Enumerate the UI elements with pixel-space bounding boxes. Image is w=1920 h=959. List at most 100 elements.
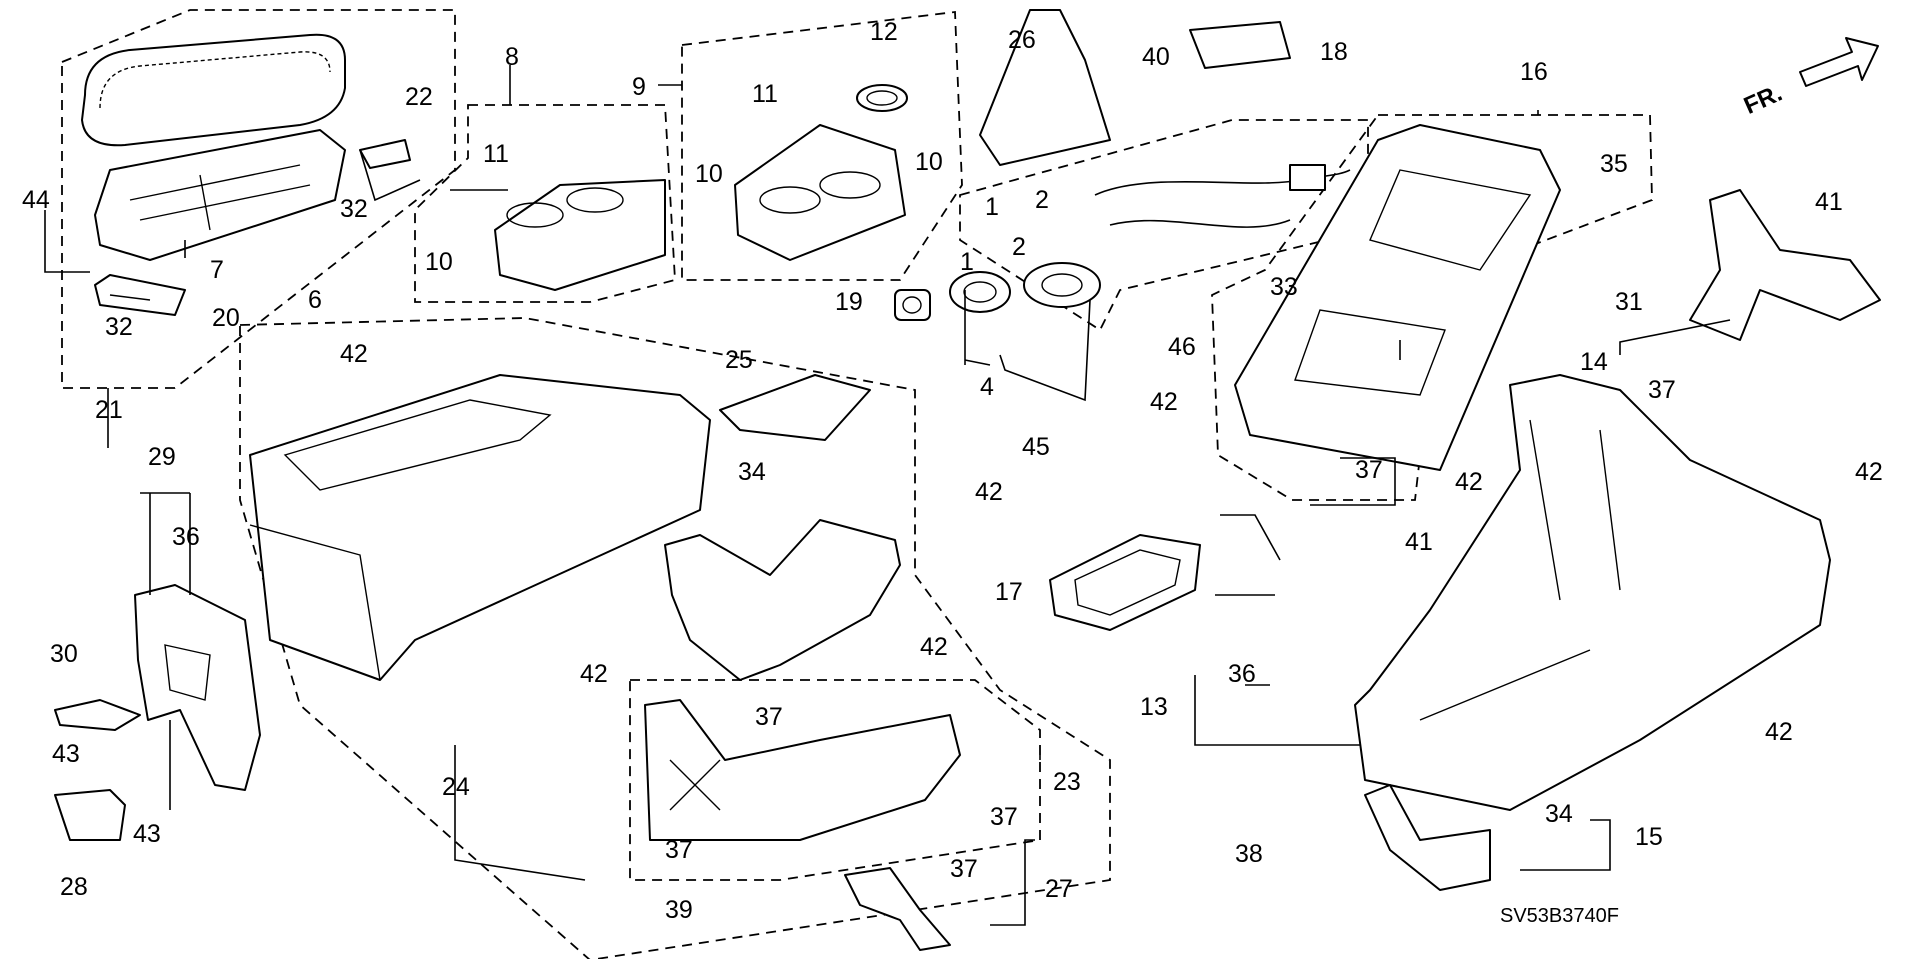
callout-labels: 44 20 32 21 7 6 32 22 8 11 10 9 12 11 10… bbox=[22, 18, 1883, 924]
callout-8: 8 bbox=[505, 43, 519, 71]
holder-part-30 bbox=[54, 699, 141, 731]
side-trim-part-29 bbox=[134, 584, 261, 791]
callout-32: 32 bbox=[340, 195, 368, 223]
leader-lines bbox=[44, 65, 1731, 926]
callout-23: 23 bbox=[1053, 768, 1081, 796]
callout-36: 36 bbox=[1228, 660, 1256, 688]
callout-37: 37 bbox=[755, 703, 783, 731]
callout-42: 42 bbox=[340, 340, 368, 368]
callout-10: 10 bbox=[695, 160, 723, 188]
callout-35: 35 bbox=[1600, 150, 1628, 178]
callout-20: 20 bbox=[212, 304, 240, 332]
callout-42: 42 bbox=[1455, 468, 1483, 496]
callout-12: 12 bbox=[870, 18, 898, 46]
callout-2: 2 bbox=[1035, 186, 1049, 214]
callout-45: 45 bbox=[1022, 433, 1050, 461]
switch-part-18 bbox=[1189, 21, 1291, 69]
front-marker: FR. bbox=[1740, 79, 1786, 119]
callout-25: 25 bbox=[725, 346, 753, 374]
callout-41: 41 bbox=[1405, 528, 1433, 556]
console-body-part-13 bbox=[1354, 374, 1831, 811]
armrest-lid-part bbox=[81, 33, 346, 147]
pocket-part-28 bbox=[54, 789, 126, 841]
callout-42: 42 bbox=[580, 660, 608, 688]
callout-7: 7 bbox=[210, 256, 224, 284]
shift-boot-part-26 bbox=[979, 9, 1111, 166]
cup-holder-part-9 bbox=[734, 124, 906, 261]
wire-harness-part-46 bbox=[1094, 164, 1351, 228]
ring-part-19 bbox=[894, 289, 931, 321]
bracket-part-14 bbox=[1689, 189, 1881, 341]
group-outline-9 bbox=[681, 10, 963, 281]
group-outline-8 bbox=[414, 104, 676, 303]
armrest-base-part bbox=[94, 129, 346, 261]
callout-9: 9 bbox=[632, 73, 646, 101]
callout-43: 43 bbox=[52, 740, 80, 768]
callout-46: 46 bbox=[1168, 333, 1196, 361]
callout-26: 26 bbox=[1008, 26, 1036, 54]
callout-39: 39 bbox=[665, 896, 693, 924]
callout-34: 34 bbox=[738, 458, 766, 486]
callout-43: 43 bbox=[133, 820, 161, 848]
group-outline-16 bbox=[1211, 114, 1653, 501]
console-pocket-part bbox=[664, 519, 901, 681]
callout-1: 1 bbox=[960, 248, 974, 276]
socket-part-4 bbox=[949, 271, 1011, 313]
callout-37: 37 bbox=[1648, 376, 1676, 404]
callout-31: 31 bbox=[1615, 288, 1643, 316]
callout-42: 42 bbox=[920, 633, 948, 661]
callout-38: 38 bbox=[1235, 840, 1263, 868]
callout-30: 30 bbox=[50, 640, 78, 668]
callout-44: 44 bbox=[22, 186, 50, 214]
callout-37: 37 bbox=[950, 855, 978, 883]
group-outline-23 bbox=[629, 679, 1041, 881]
callout-28: 28 bbox=[60, 873, 88, 901]
callout-42: 42 bbox=[1150, 388, 1178, 416]
callout-1: 1 bbox=[985, 193, 999, 221]
trim-ring-part-17 bbox=[1049, 534, 1201, 631]
callout-14: 14 bbox=[1580, 348, 1608, 376]
callout-37: 37 bbox=[1355, 456, 1383, 484]
group-outline-24 bbox=[239, 317, 1111, 959]
console-shell-part-24 bbox=[249, 374, 711, 681]
callout-21: 21 bbox=[95, 396, 123, 424]
hinge-part-22 bbox=[359, 139, 411, 169]
front-arrow-icon bbox=[1799, 37, 1879, 87]
bracket-part-15 bbox=[1364, 784, 1491, 891]
callout-37: 37 bbox=[665, 836, 693, 864]
group-outline-1 bbox=[959, 119, 1369, 332]
lid-part-25 bbox=[719, 374, 871, 441]
bracket-part-27 bbox=[844, 867, 951, 951]
callout-6: 6 bbox=[308, 286, 322, 314]
callout-17: 17 bbox=[995, 578, 1023, 606]
callout-10: 10 bbox=[425, 248, 453, 276]
callout-11: 11 bbox=[483, 140, 509, 168]
lock-part-20 bbox=[94, 274, 186, 316]
callout-16: 16 bbox=[1520, 58, 1548, 86]
callout-33: 33 bbox=[1270, 273, 1298, 301]
callout-42: 42 bbox=[975, 478, 1003, 506]
callout-22: 22 bbox=[405, 83, 433, 111]
callout-15: 15 bbox=[1635, 823, 1663, 851]
callout-19: 19 bbox=[835, 288, 863, 316]
callout-40: 40 bbox=[1142, 43, 1170, 71]
ring-part-12 bbox=[856, 84, 908, 112]
callout-18: 18 bbox=[1320, 38, 1348, 66]
callout-36: 36 bbox=[172, 523, 200, 551]
callout-24: 24 bbox=[442, 773, 470, 801]
callout-37: 37 bbox=[990, 803, 1018, 831]
diagram-code: SV53B3740F bbox=[1500, 905, 1619, 927]
callout-13: 13 bbox=[1140, 693, 1168, 721]
callout-27: 27 bbox=[1045, 875, 1073, 903]
callout-41: 41 bbox=[1815, 188, 1843, 216]
cup-holder-part-8 bbox=[494, 179, 666, 291]
callout-10: 10 bbox=[915, 148, 943, 176]
console-panel-part-16 bbox=[1234, 124, 1561, 471]
socket-part-45 bbox=[1023, 262, 1101, 308]
callout-42: 42 bbox=[1765, 718, 1793, 746]
callout-4: 4 bbox=[980, 373, 994, 401]
callout-42: 42 bbox=[1855, 458, 1883, 486]
tray-bracket-part-23 bbox=[644, 699, 961, 841]
callout-2: 2 bbox=[1012, 233, 1026, 261]
callout-34: 34 bbox=[1545, 800, 1573, 828]
